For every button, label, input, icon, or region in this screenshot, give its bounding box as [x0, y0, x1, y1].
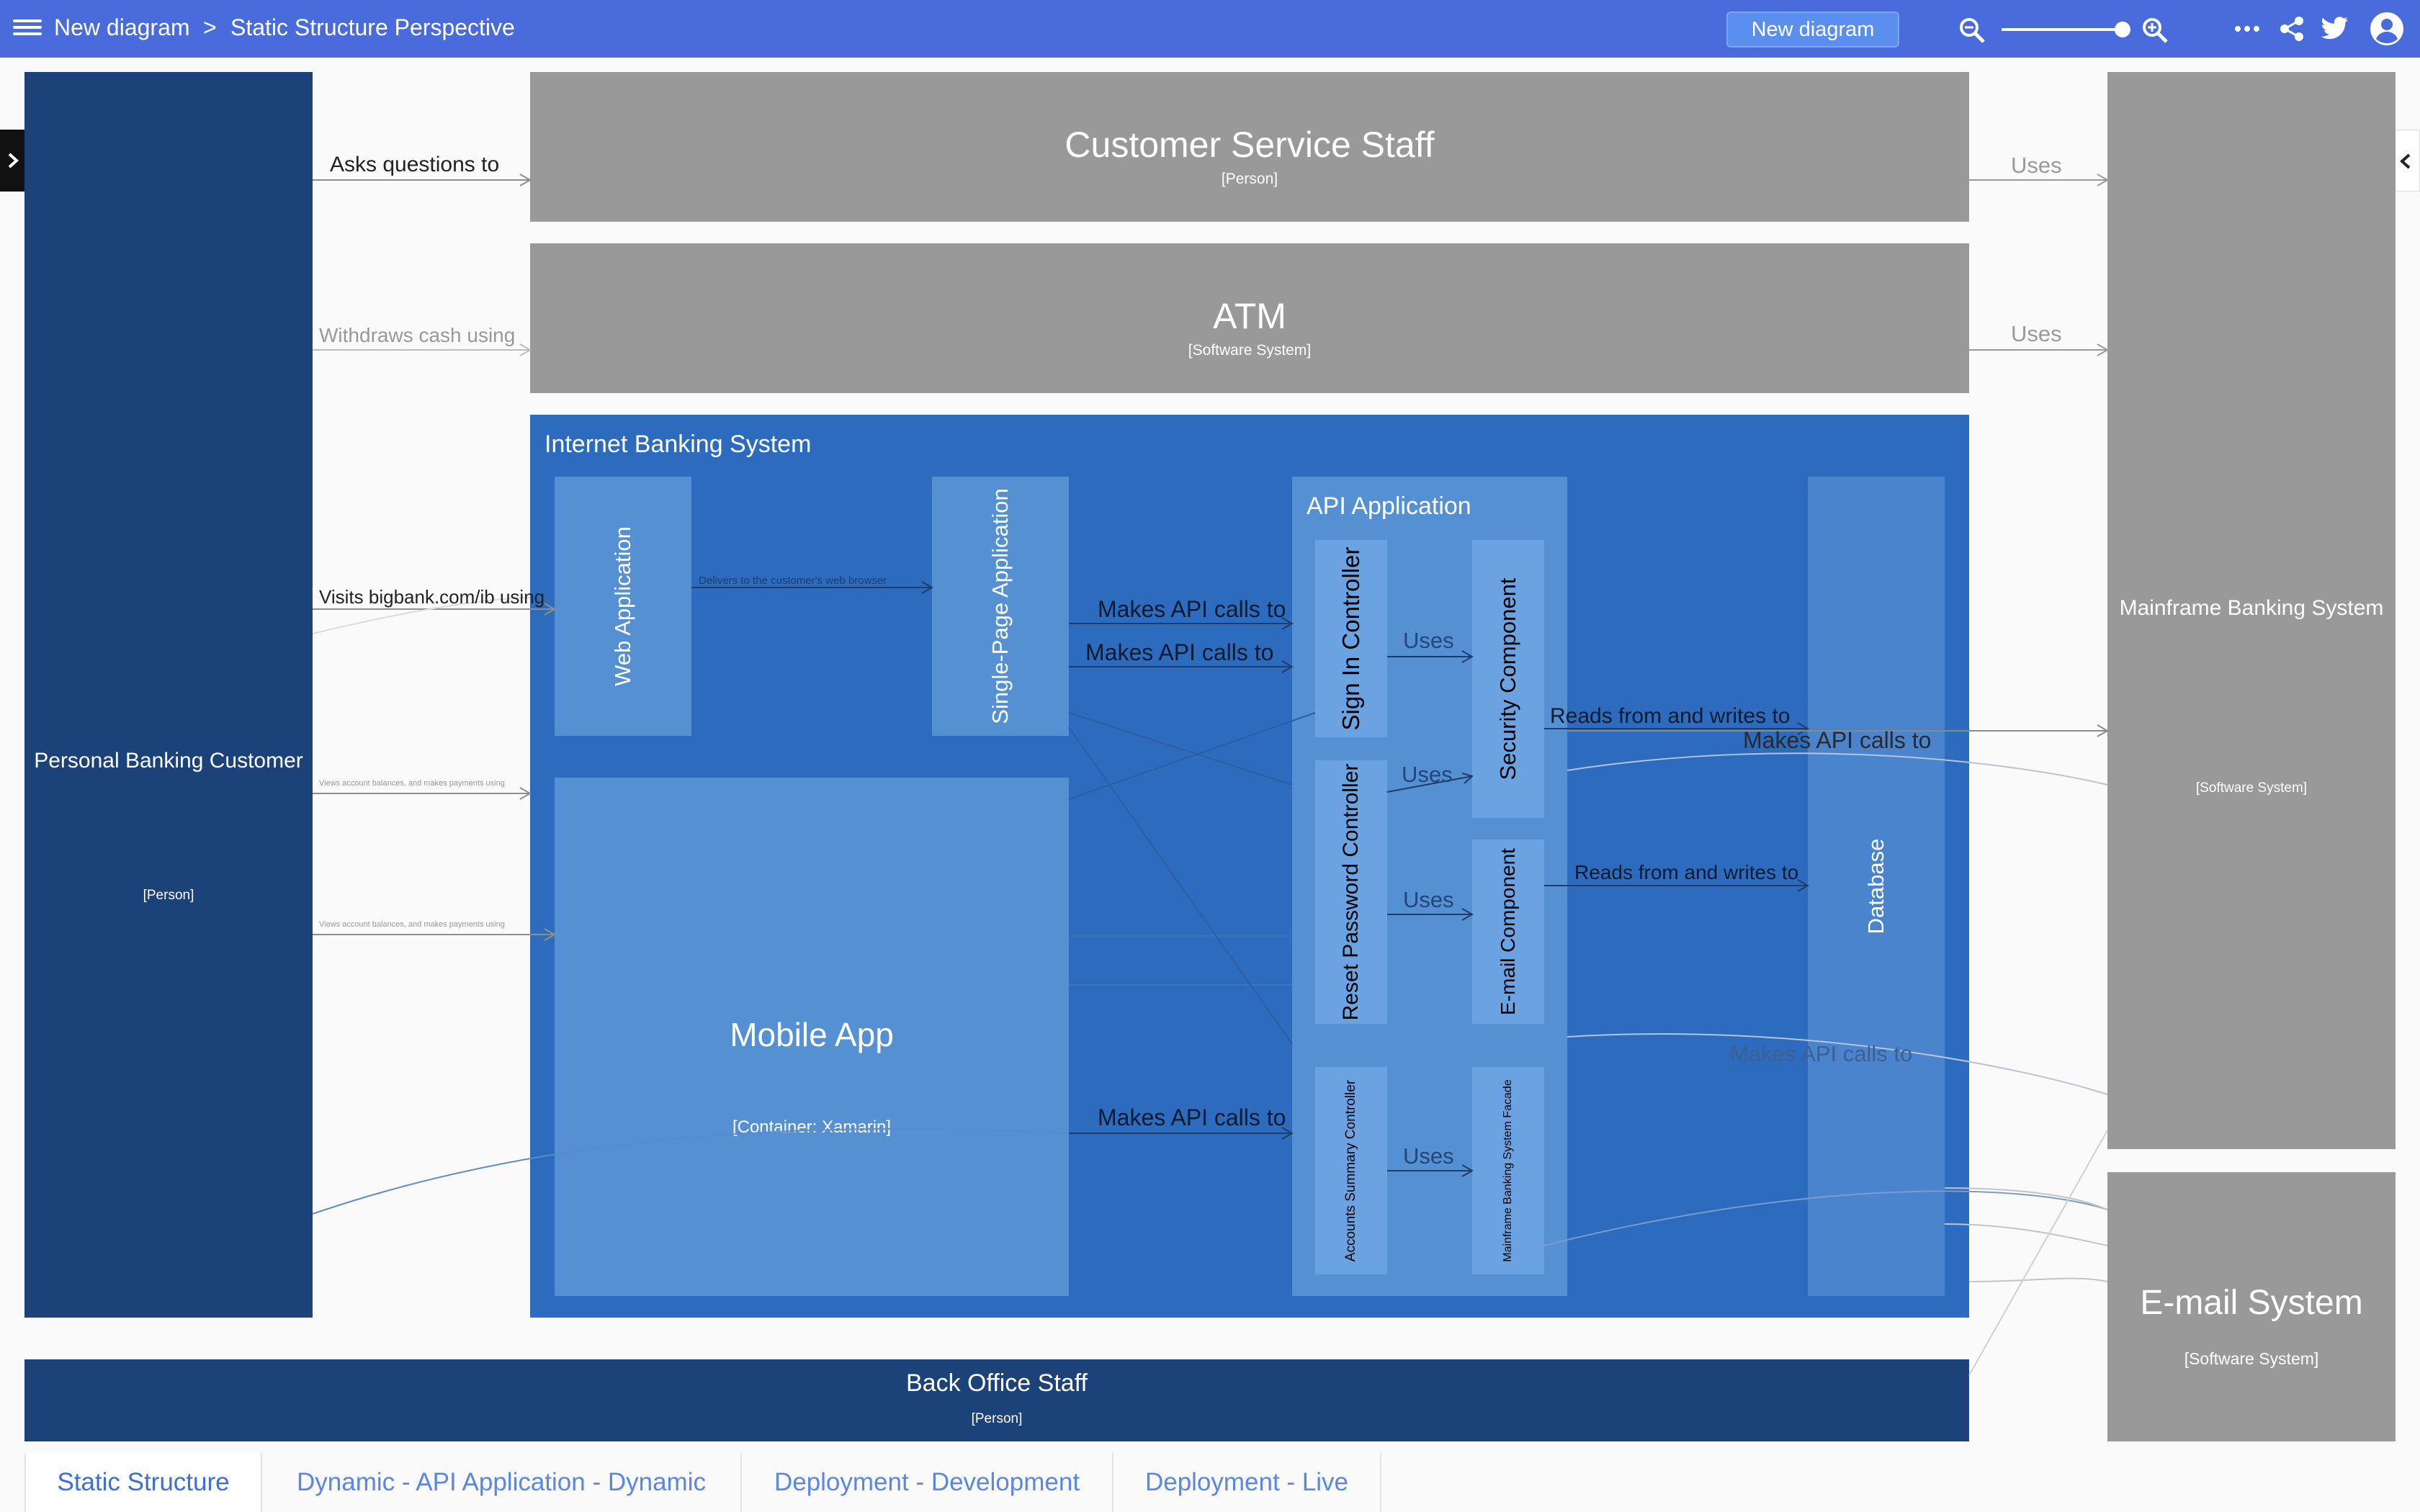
- label-api3: Makes API calls to: [1098, 1104, 1286, 1130]
- atm-name: ATM: [1213, 296, 1286, 336]
- label-reads1: Reads from and writes to: [1550, 704, 1791, 728]
- zoom-in-icon[interactable]: [2141, 16, 2169, 45]
- breadcrumb-current: Static Structure Perspective: [230, 14, 515, 40]
- label-delivers: Delivers to the customer's web browser: [699, 575, 887, 587]
- back-office-tag: [Person]: [971, 1411, 1023, 1426]
- label-reads2: Reads from and writes to: [1574, 861, 1799, 883]
- arrow-views1: [313, 787, 532, 800]
- accounts-summary-controller[interactable]: Accounts Summary Controller: [1315, 1067, 1387, 1274]
- api-application-title: API Application: [1307, 492, 1471, 520]
- label-uses3: Uses: [1403, 887, 1454, 912]
- mainframe-facade-label: Mainframe Banking System Facade: [1502, 1079, 1514, 1262]
- menu-icon[interactable]: [13, 16, 42, 42]
- database[interactable]: Database: [1808, 477, 1945, 1296]
- email-system[interactable]: E-mail System [Software System]: [2107, 1172, 2396, 1441]
- left-panel-toggle[interactable]: [0, 130, 26, 192]
- share-icon[interactable]: [2279, 16, 2305, 42]
- label-api2: Makes API calls to: [1085, 639, 1274, 665]
- mainframe-banking-system[interactable]: Mainframe Banking System [Software Syste…: [2107, 72, 2396, 1149]
- label-cs-uses: Uses: [2011, 153, 2062, 178]
- label-uses2: Uses: [1402, 762, 1453, 787]
- atm-tag: [Software System]: [1188, 342, 1312, 359]
- breadcrumb-separator: >: [203, 14, 217, 40]
- chevron-left-icon: [2400, 153, 2411, 169]
- new-diagram-button[interactable]: New diagram: [1726, 12, 1899, 48]
- back-office-name: Back Office Staff: [906, 1369, 1088, 1397]
- arrow-views2: [313, 928, 557, 941]
- label-withdraws: Withdraws cash using: [319, 324, 516, 346]
- web-application-label: Web Application: [610, 526, 635, 686]
- mobile-app[interactable]: Mobile App [Container: Xamarin]: [555, 778, 1069, 1296]
- mobile-app-tag: [Container: Xamarin]: [732, 1117, 892, 1137]
- breadcrumb-root[interactable]: New diagram: [54, 14, 190, 40]
- label-uses4: Uses: [1403, 1143, 1454, 1169]
- zoom-slider-thumb[interactable]: [2115, 22, 2130, 37]
- mainframe-name: Mainframe Banking System: [2119, 596, 2384, 620]
- database-label: Database: [1863, 838, 1888, 935]
- label-uses1: Uses: [1403, 628, 1454, 653]
- customer-service-name: Customer Service Staff: [1065, 125, 1435, 165]
- email-system-tag: [Software System]: [2184, 1349, 2319, 1368]
- single-page-application[interactable]: Single-Page Application: [932, 477, 1069, 736]
- customer-service-staff[interactable]: Customer Service Staff [Person]: [530, 72, 1969, 222]
- label-atm-uses: Uses: [2011, 321, 2062, 346]
- tab-dynamic-api-application[interactable]: Dynamic - API Application - Dynamic: [262, 1453, 742, 1512]
- personal-banking-customer[interactable]: Personal Banking Customer [Person]: [24, 72, 313, 1318]
- tab-deployment-live[interactable]: Deployment - Live: [1113, 1453, 1381, 1512]
- label-views1: Views account balances, and makes paymen…: [319, 779, 505, 788]
- right-panel-toggle[interactable]: [2393, 130, 2420, 192]
- connector-backoffice: [1968, 1130, 2108, 1376]
- zoom-slider-track[interactable]: [2002, 28, 2123, 31]
- label-api1: Makes API calls to: [1098, 596, 1286, 622]
- security-label: Security Component: [1495, 577, 1520, 780]
- customer-name: Personal Banking Customer: [34, 749, 303, 773]
- perspective-tabs: Static Structure Dynamic - API Applicati…: [0, 1453, 2420, 1512]
- tab-deployment-development[interactable]: Deployment - Development: [742, 1453, 1113, 1512]
- mobile-app-name: Mobile App: [730, 1016, 894, 1053]
- sign-in-label: Sign In Controller: [1337, 546, 1364, 731]
- label-views2: Views account balances, and makes paymen…: [319, 920, 505, 929]
- sign-in-controller[interactable]: Sign In Controller: [1315, 540, 1387, 737]
- back-office-staff[interactable]: Back Office Staff [Person]: [24, 1359, 1969, 1441]
- email-system-name: E-mail System: [2140, 1284, 2363, 1322]
- chevron-right-icon: [8, 153, 19, 168]
- reset-password-controller[interactable]: Reset Password Controller: [1315, 760, 1387, 1024]
- more-icon[interactable]: [2234, 22, 2260, 36]
- web-application[interactable]: Web Application: [555, 477, 691, 736]
- email-component-label: E-mail Component: [1497, 848, 1519, 1015]
- reset-password-label: Reset Password Controller: [1339, 763, 1363, 1021]
- label-mainframe-api: Makes API calls to: [1743, 727, 1932, 753]
- twitter-icon[interactable]: [2321, 16, 2349, 42]
- security-component[interactable]: Security Component: [1472, 540, 1544, 818]
- label-visits: Visits bigbank.com/ib using: [319, 586, 545, 608]
- label-faded-api: Makes API calls to: [1730, 1041, 1913, 1066]
- atm[interactable]: ATM [Software System]: [530, 243, 1969, 393]
- mainframe-facade[interactable]: Mainframe Banking System Facade: [1472, 1067, 1544, 1274]
- connector-faint6: [1968, 1277, 2108, 1282]
- internet-banking-title: Internet Banking System: [544, 431, 812, 458]
- email-component[interactable]: E-mail Component: [1472, 840, 1544, 1024]
- customer-service-tag: [Person]: [1221, 171, 1278, 187]
- label-asks: Asks questions to: [330, 153, 500, 176]
- mainframe-tag: [Software System]: [2195, 780, 2308, 796]
- spa-label: Single-Page Application: [987, 488, 1013, 724]
- accounts-summary-label: Accounts Summary Controller: [1343, 1079, 1358, 1262]
- tab-static-structure[interactable]: Static Structure: [24, 1453, 262, 1512]
- top-bar: New diagram > Static Structure Perspecti…: [0, 0, 2420, 58]
- zoom-out-icon[interactable]: [1958, 16, 1986, 45]
- customer-tag: [Person]: [143, 888, 194, 903]
- account-icon[interactable]: [2370, 12, 2404, 46]
